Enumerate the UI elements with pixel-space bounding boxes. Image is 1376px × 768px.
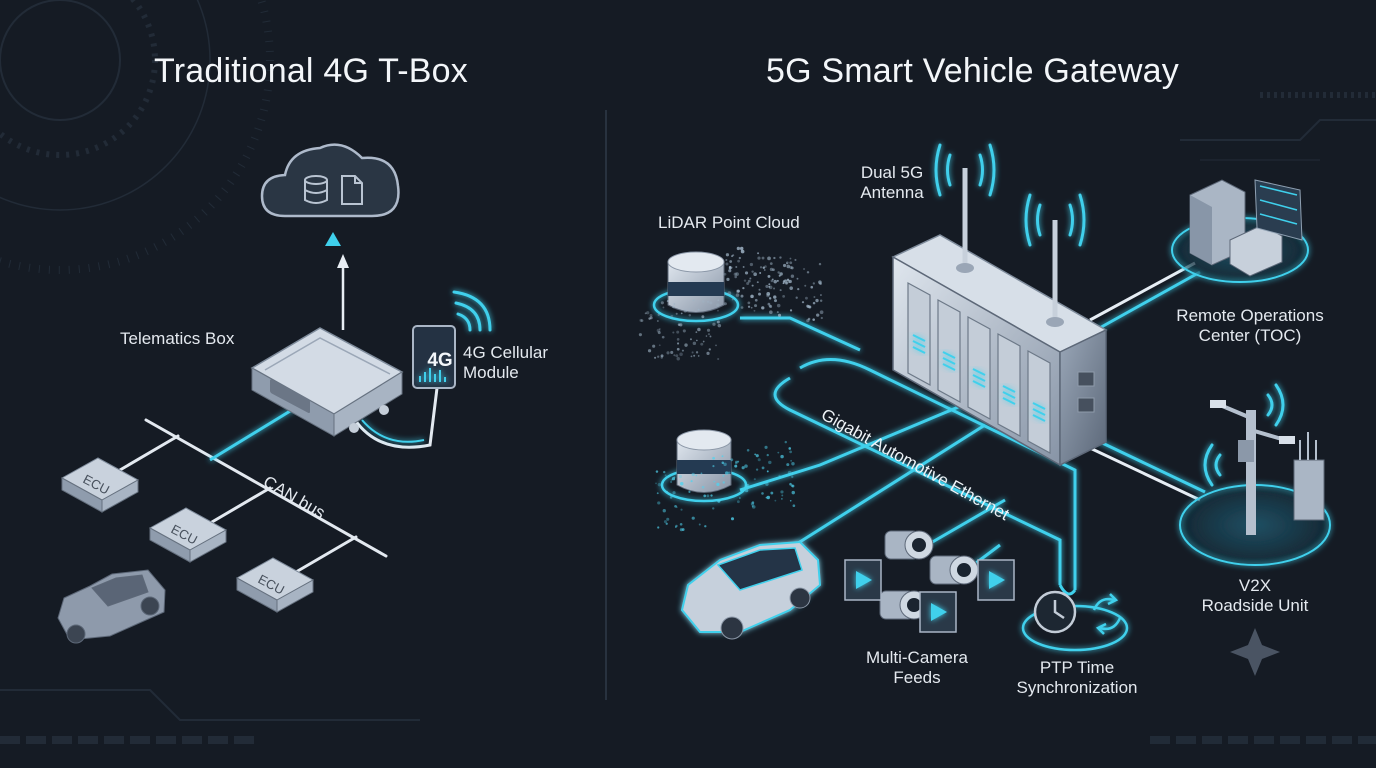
right-panel-title: 5G Smart Vehicle Gateway — [766, 52, 1179, 90]
v2x-signal-icon — [1203, 383, 1285, 487]
ecu-module: ECU — [235, 557, 315, 613]
5g-signal-icon — [934, 143, 1086, 247]
v2x-label: V2X Roadside Unit — [1202, 576, 1309, 616]
antenna-label-line1: Dual 5G — [860, 163, 924, 182]
cloud-icon — [260, 143, 400, 218]
antenna-device — [956, 168, 1064, 327]
camera-label-line2: Feeds — [893, 668, 941, 687]
ptp-label-line2: Synchronization — [1016, 678, 1138, 697]
camera-label-line1: Multi-Camera — [865, 648, 969, 667]
lidar-sensor-top — [652, 251, 740, 323]
v2x-label-line2: Roadside Unit — [1201, 596, 1309, 615]
lidar-label: LiDAR Point Cloud — [658, 213, 800, 232]
operations-center-icon — [1171, 179, 1309, 283]
cellular-module-label-line1: 4G Cellular — [463, 343, 549, 362]
camera-group — [844, 530, 1015, 633]
left-panel-title: Traditional 4G T-Box — [154, 52, 468, 90]
tbox-bus-link — [209, 403, 301, 462]
ecu-module: ECU — [60, 457, 140, 513]
toc-label-line1: Remote Operations — [1176, 306, 1324, 325]
database-icon — [304, 175, 328, 204]
can-bus-lines — [118, 418, 388, 574]
cellular-module-label-line2: Module — [463, 363, 519, 382]
video-feed-icon — [977, 559, 1015, 601]
ecu-module: ECU — [148, 507, 228, 563]
background-decoration — [0, 0, 1376, 744]
telematics-box-label: Telematics Box — [120, 329, 235, 348]
ethernet-label: Gigabit Automotive Ethernet — [818, 405, 1013, 524]
gateway-slot — [1027, 349, 1051, 455]
ethernet-ring — [773, 358, 1077, 596]
module-cable — [353, 330, 440, 449]
camera-icon — [929, 555, 979, 585]
uplink-arrows — [325, 232, 349, 330]
document-icon — [341, 175, 363, 205]
ptp-label-line1: PTP Time — [1039, 658, 1115, 677]
autonomous-car-icon — [675, 540, 822, 640]
v2x-roadside-icon — [1179, 400, 1331, 566]
sparkle-icon — [1230, 628, 1280, 676]
telematics-box-device — [250, 327, 404, 437]
sync-icon — [1092, 593, 1122, 635]
antenna-label: Dual 5G Antenna — [860, 163, 923, 203]
toc-label: Remote Operations Center (TOC) — [1176, 306, 1323, 346]
4g-module-device — [412, 325, 456, 389]
video-feed-icon — [844, 559, 882, 601]
gateway-slots — [907, 281, 1051, 455]
camera-label: Multi-Camera Feeds — [866, 648, 968, 688]
camera-icon — [884, 530, 934, 560]
antenna-label-line2: Antenna — [860, 183, 924, 202]
gateway-slot — [997, 332, 1021, 438]
video-feed-icon — [919, 591, 957, 633]
point-cloud-particles — [638, 246, 824, 532]
cellular-module-label: 4G Cellular Module — [463, 343, 548, 383]
can-bus-label: CAN bus — [260, 472, 328, 522]
gateway-slot — [967, 315, 991, 421]
ptp-label: PTP Time Synchronization — [1017, 658, 1138, 698]
ptp-clock-icon — [1021, 590, 1129, 652]
gateway-slot — [937, 298, 961, 404]
4g-badge: 4G — [427, 350, 452, 371]
5g-gateway-device — [891, 234, 1108, 467]
lidar-sensor-bottom — [660, 429, 748, 503]
toc-label-line2: Center (TOC) — [1198, 326, 1302, 345]
v2x-label-line1: V2X — [1238, 576, 1272, 595]
wifi-signal-icon — [452, 290, 492, 332]
car-icon — [57, 569, 166, 644]
gateway-slot — [907, 281, 931, 387]
